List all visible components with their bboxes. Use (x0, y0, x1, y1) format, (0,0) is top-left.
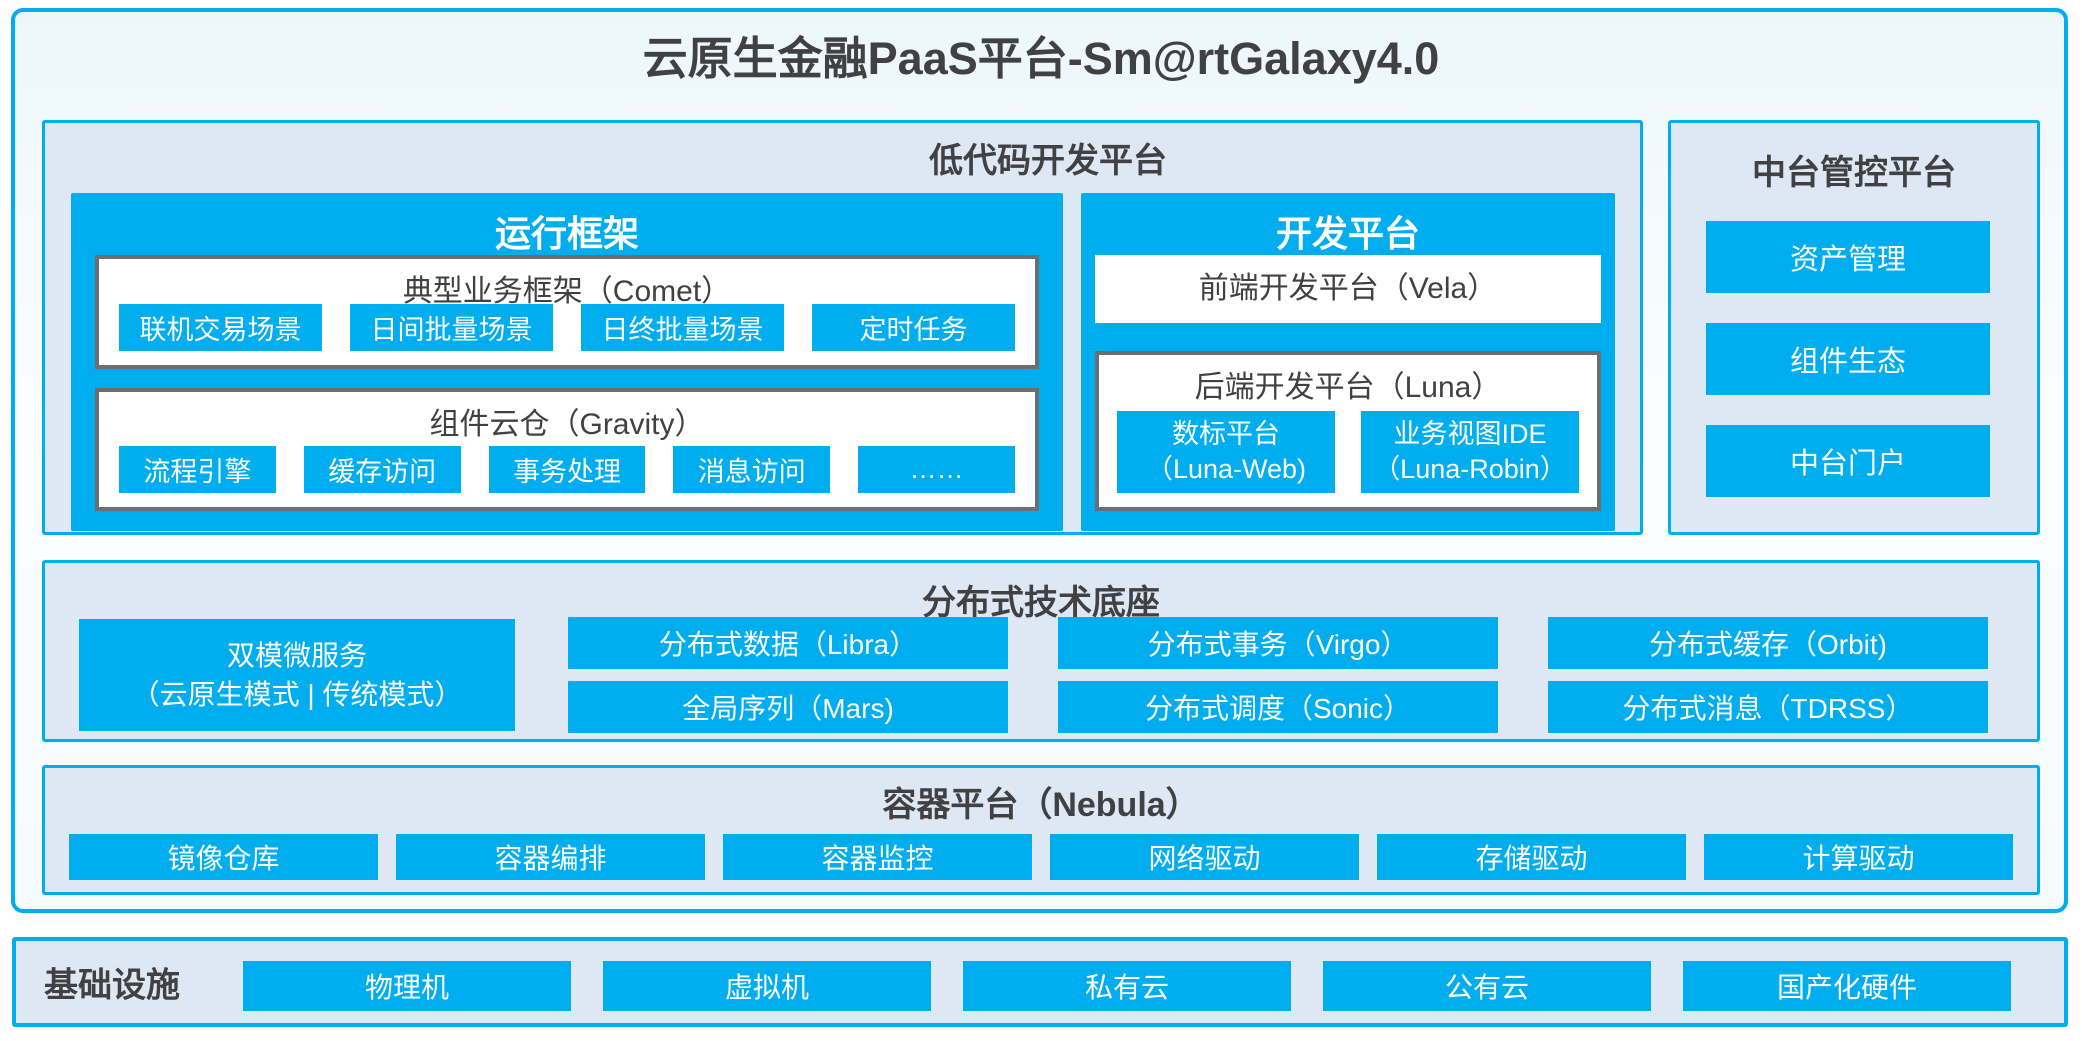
low-code-platform-header: 低代码开发平台 (929, 142, 1167, 180)
container-items-row: 镜像仓库 容器编排 容器监控 网络驱动 存储驱动 计算驱动 (69, 834, 2013, 880)
infra-item-virtual-machine: 虚拟机 (603, 961, 931, 1011)
panel-distributed-base: 分布式技术底座 双模微服务 （云原生模式 | 传统模式） 分布式数据（Libra… (42, 560, 2040, 742)
dual-mode-line1: 双模微服务 (226, 639, 367, 671)
luna-robin-line2: （Luna-Robin） (1373, 454, 1567, 484)
container-item-compute-driver: 计算驱动 (1704, 834, 2013, 880)
luna-robin-line1: 业务视图IDE (1393, 418, 1547, 449)
box-gravity-warehouse: 组件云仓（Gravity） 流程引擎 缓存访问 事务处理 消息访问 …… (95, 388, 1039, 511)
mid-item-mid-platform-portal: 中台门户 (1706, 425, 1990, 497)
block-dev-platform: 开发平台 前端开发平台（Vela） 后端开发平台（Luna） 数标平台 （Lun… (1081, 193, 1615, 531)
box-comet-framework: 典型业务框架（Comet） 联机交易场景 日间批量场景 日终批量场景 定时任务 (95, 255, 1039, 369)
gravity-item-message-access: 消息访问 (673, 446, 831, 493)
luna-web-line2: （Luna-Web) (1145, 454, 1307, 484)
dist-item-virgo-transaction: 分布式事务（Virgo） (1058, 617, 1498, 669)
dist-item-dual-mode-microservice: 双模微服务 （云原生模式 | 传统模式） (79, 619, 515, 731)
infra-item-public-cloud: 公有云 (1323, 961, 1651, 1011)
container-item-network-driver: 网络驱动 (1050, 834, 1359, 880)
panel-container-platform: 容器平台（Nebula） 镜像仓库 容器编排 容器监控 网络驱动 存储驱动 计算… (42, 765, 2040, 895)
luna-item-robin: 业务视图IDE （Luna-Robin） (1361, 411, 1579, 493)
luna-item-web: 数标平台 （Luna-Web) (1117, 411, 1335, 493)
comet-item-daytime-batch: 日间批量场景 (350, 304, 553, 351)
box-luna-backend: 后端开发平台（Luna） 数标平台 （Luna-Web) 业务视图IDE （Lu… (1095, 351, 1601, 511)
dist-item-orbit-cache: 分布式缓存（Orbit) (1548, 617, 1988, 669)
container-platform-header: 容器平台（Nebula） (882, 786, 1200, 824)
distributed-base-header: 分布式技术底座 (922, 584, 1160, 622)
page-title: 云原生金融PaaS平台-Sm@rtGalaxy4.0 (642, 33, 1440, 84)
mid-platform-header: 中台管控平台 (1752, 154, 1956, 192)
dist-item-mars-sequence: 全局序列（Mars) (568, 681, 1008, 733)
gravity-item-transaction: 事务处理 (488, 446, 646, 493)
luna-title: 后端开发平台（Luna） (1194, 371, 1502, 404)
infra-item-domestic-hardware: 国产化硬件 (1683, 961, 2011, 1011)
panel-infrastructure: 基础设施 物理机 虚拟机 私有云 公有云 国产化硬件 (12, 937, 2068, 1027)
mid-item-asset-management: 资产管理 (1706, 221, 1990, 293)
panel-low-code-platform: 低代码开发平台 运行框架 典型业务框架（Comet） 联机交易场景 日间批量场景… (42, 120, 1643, 535)
gravity-item-more: …… (858, 446, 1015, 493)
box-vela-frontend: 前端开发平台（Vela） (1095, 255, 1601, 323)
comet-items-row: 联机交易场景 日间批量场景 日终批量场景 定时任务 (119, 304, 1015, 351)
container-item-image-registry: 镜像仓库 (69, 834, 378, 880)
comet-item-scheduled-task: 定时任务 (812, 304, 1015, 351)
vela-title: 前端开发平台（Vela） (1198, 272, 1498, 305)
comet-item-online-trading: 联机交易场景 (119, 304, 322, 351)
runtime-framework-header: 运行框架 (494, 213, 639, 254)
panel-mid-platform-control: 中台管控平台 资产管理 组件生态 中台门户 (1668, 120, 2040, 535)
comet-item-eod-batch: 日终批量场景 (581, 304, 784, 351)
container-item-monitoring: 容器监控 (723, 834, 1032, 880)
gravity-item-process-engine: 流程引擎 (119, 446, 276, 493)
gravity-title: 组件云仓（Gravity） (429, 408, 705, 441)
infrastructure-header: 基础设施 (44, 966, 180, 1005)
dist-item-libra-data: 分布式数据（Libra） (568, 617, 1008, 669)
block-runtime-framework: 运行框架 典型业务框架（Comet） 联机交易场景 日间批量场景 日终批量场景 … (71, 193, 1063, 531)
dual-mode-line2: （云原生模式 | 传统模式） (131, 679, 463, 710)
container-item-storage-driver: 存储驱动 (1377, 834, 1686, 880)
infrastructure-items-row: 物理机 虚拟机 私有云 公有云 国产化硬件 (243, 961, 2011, 1011)
comet-title: 典型业务框架（Comet） (402, 275, 732, 308)
gravity-item-cache-access: 缓存访问 (303, 446, 461, 493)
dist-item-tdrss-message: 分布式消息（TDRSS） (1548, 681, 1988, 733)
infra-item-physical-machine: 物理机 (243, 961, 571, 1011)
dist-item-sonic-scheduling: 分布式调度（Sonic） (1058, 681, 1498, 733)
infra-item-private-cloud: 私有云 (963, 961, 1291, 1011)
luna-items-row: 数标平台 （Luna-Web) 业务视图IDE （Luna-Robin） (1117, 411, 1579, 493)
mid-item-component-ecosystem: 组件生态 (1706, 323, 1990, 395)
gravity-items-row: 流程引擎 缓存访问 事务处理 消息访问 …… (119, 446, 1015, 493)
luna-web-line1: 数标平台 (1172, 418, 1280, 449)
dev-platform-header: 开发平台 (1275, 213, 1420, 254)
container-item-orchestration: 容器编排 (396, 834, 705, 880)
